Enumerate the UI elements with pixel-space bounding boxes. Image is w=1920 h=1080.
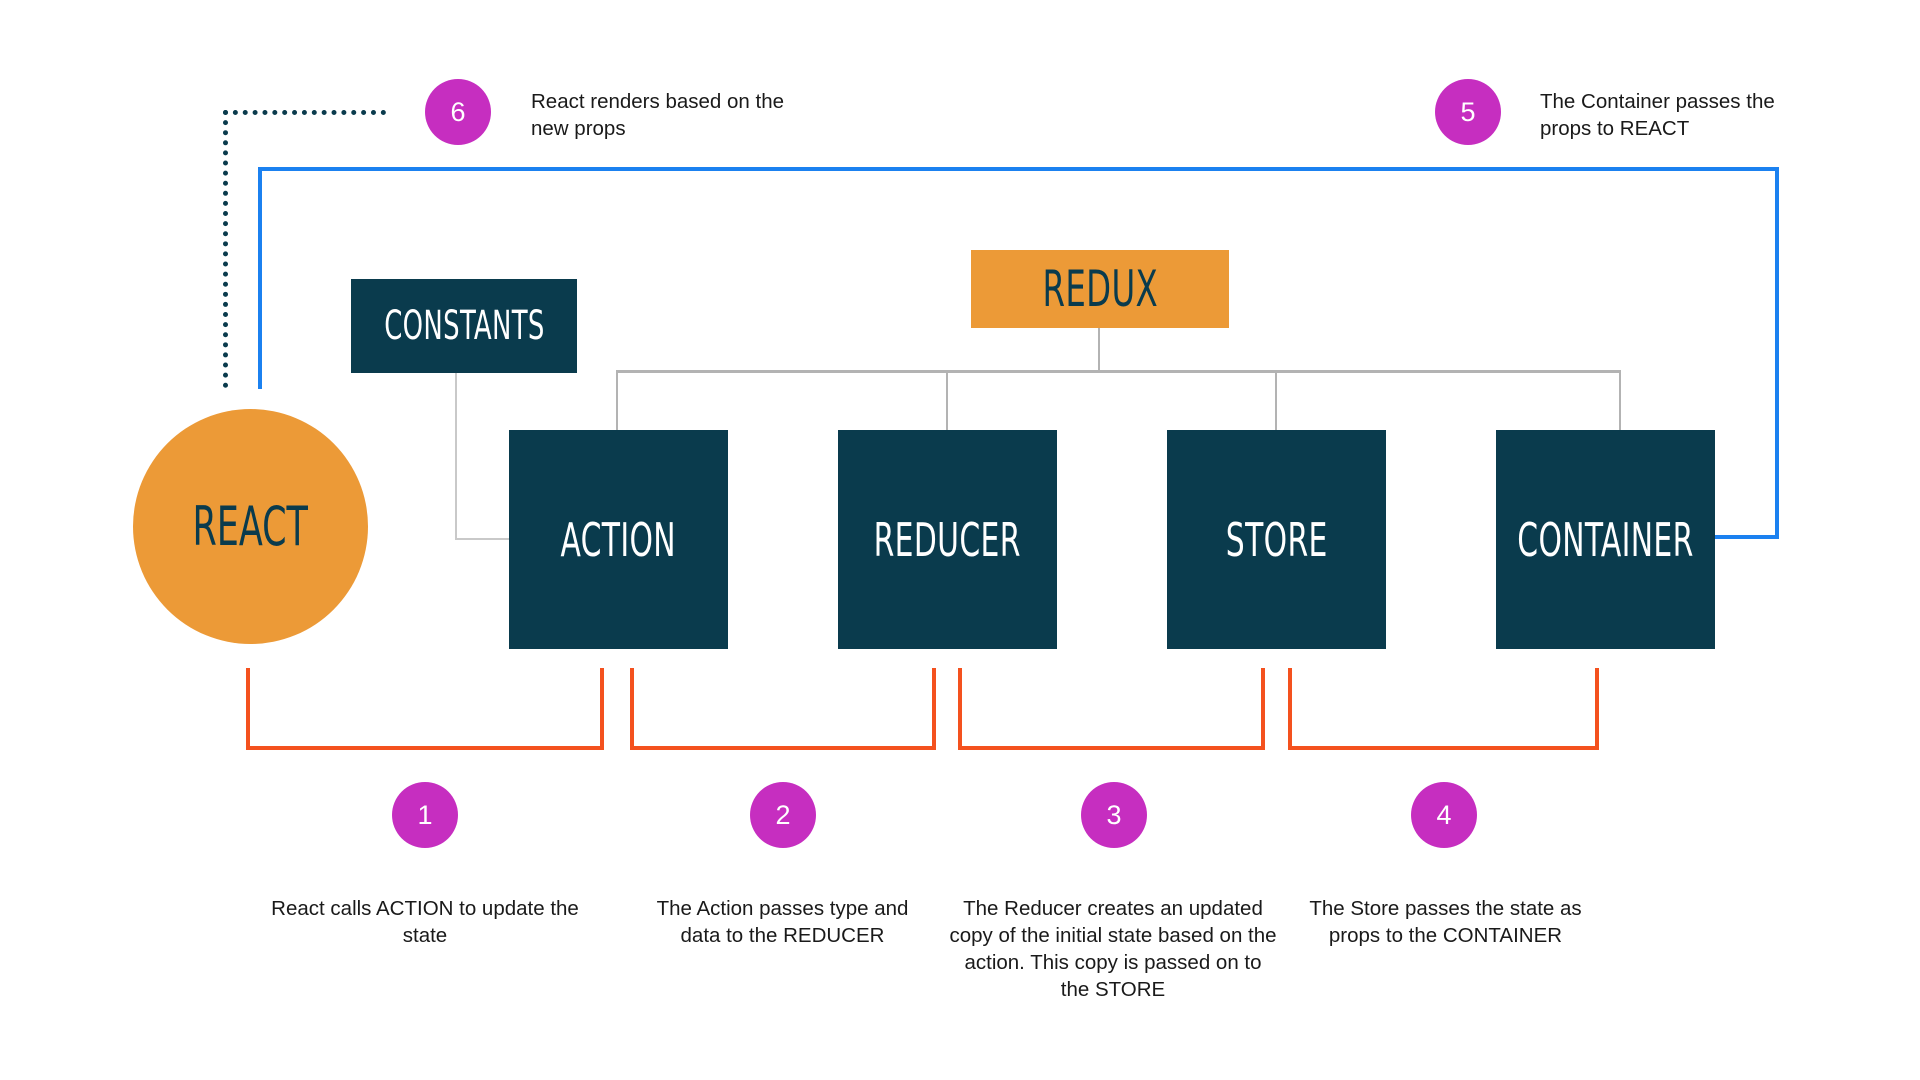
step-badge-6[interactable]: 6 — [425, 79, 491, 145]
node-reducer-label: REDUCER — [873, 512, 1022, 567]
node-container[interactable]: CONTAINER — [1496, 430, 1715, 649]
bracket-step-2 — [630, 668, 936, 750]
step-note-2: The Action passes type and data to the R… — [656, 897, 909, 947]
step-note-5: The Container passes the props to REACT — [1540, 90, 1775, 140]
branch-drop-action — [616, 370, 618, 430]
step-badge-3-number: 3 — [1106, 799, 1122, 830]
redux-stem-vertical — [1098, 328, 1100, 372]
dotted-return-path-vertical — [223, 110, 228, 388]
bracket-step-4 — [1288, 668, 1599, 750]
blue-path-left-vertical — [258, 167, 262, 389]
blue-path-entry-horizontal — [1714, 535, 1779, 539]
blue-path-top-horizontal — [258, 167, 1779, 171]
bracket-step-3 — [958, 668, 1265, 750]
node-action[interactable]: ACTION — [509, 430, 728, 649]
step-badge-2[interactable]: 2 — [750, 782, 816, 848]
step-note-1: React calls ACTION to update the state — [271, 897, 579, 947]
node-store[interactable]: STORE — [1167, 430, 1386, 649]
redux-branch-horizontal — [616, 370, 1621, 373]
step-badge-4-number: 4 — [1436, 799, 1452, 830]
node-action-label: ACTION — [560, 512, 677, 567]
node-constants-label: CONSTANTS — [383, 303, 545, 349]
dotted-return-path-horizontal — [223, 110, 386, 115]
node-reducer[interactable]: REDUCER — [838, 430, 1057, 649]
constants-elbow-horizontal — [455, 538, 510, 540]
step-note-3: The Reducer creates an updated copy of t… — [949, 897, 1277, 1001]
step-badge-5-number: 5 — [1460, 96, 1476, 127]
step-badge-1[interactable]: 1 — [392, 782, 458, 848]
step-note-4: The Store passes the state as props to t… — [1309, 897, 1582, 947]
branch-drop-container — [1619, 370, 1621, 430]
step-badge-4[interactable]: 4 — [1411, 782, 1477, 848]
node-react[interactable]: REACT — [133, 409, 368, 644]
node-redux-label: REDUX — [1042, 260, 1158, 318]
step-badge-5[interactable]: 5 — [1435, 79, 1501, 145]
branch-drop-reducer — [946, 370, 948, 430]
constants-elbow-vertical — [455, 373, 457, 540]
step-badge-1-number: 1 — [417, 799, 433, 830]
node-store-label: STORE — [1225, 512, 1328, 567]
step-badge-3[interactable]: 3 — [1081, 782, 1147, 848]
node-redux[interactable]: REDUX — [971, 250, 1229, 328]
step-note-6: React renders based on the new props — [531, 90, 784, 140]
node-react-label: REACT — [192, 495, 309, 558]
step-badge-6-number: 6 — [450, 96, 466, 127]
bracket-step-1 — [246, 668, 604, 750]
node-container-label: CONTAINER — [1517, 512, 1694, 567]
node-constants[interactable]: CONSTANTS — [351, 279, 577, 373]
branch-drop-store — [1275, 370, 1277, 430]
blue-path-right-vertical — [1775, 167, 1779, 539]
step-badge-2-number: 2 — [775, 799, 791, 830]
